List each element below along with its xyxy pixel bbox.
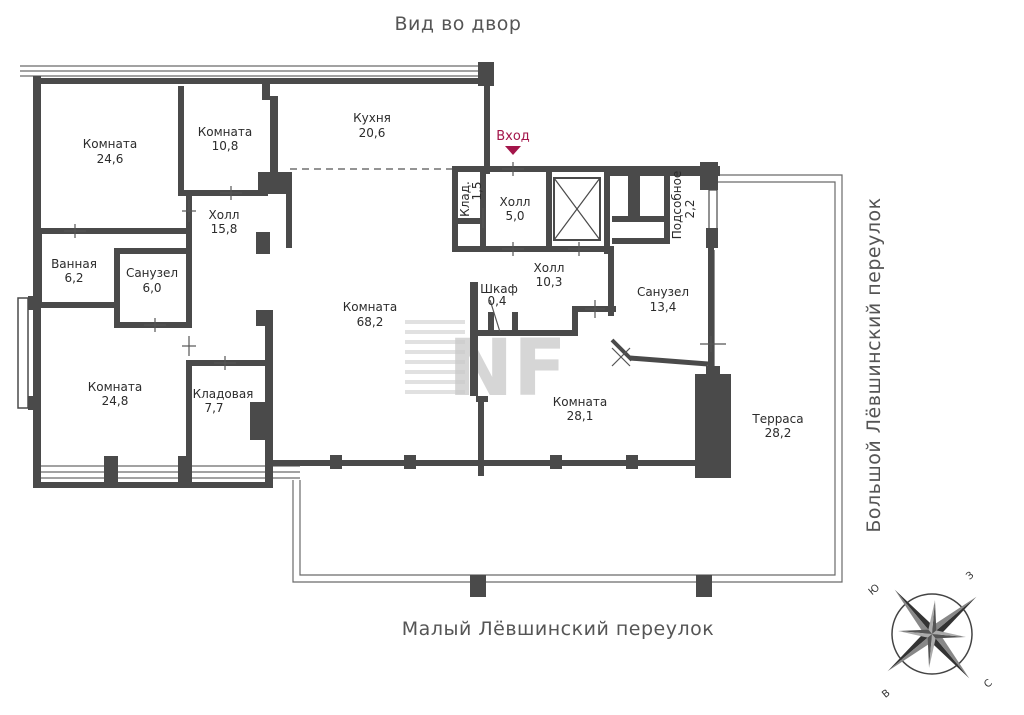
room-area: 28,1: [567, 409, 594, 423]
room-area: 10,3: [536, 275, 563, 289]
room-klad-1-5: Клад. 1,5: [458, 181, 484, 217]
room-name: Шкаф: [480, 282, 518, 296]
room-name: Комната: [88, 380, 142, 394]
room-hall-5-0: Холл 5,0: [500, 195, 531, 223]
room-vannaya-6-2: Ванная 6,2: [51, 257, 97, 285]
room-area: 24,8: [102, 394, 129, 408]
room-area: 1,5: [470, 181, 484, 200]
terrace-rail: [40, 174, 843, 583]
room-name: Подсобное: [670, 171, 684, 240]
door-markers: [64, 162, 726, 370]
room-terrasa-28-2: Терраса 28,2: [751, 412, 803, 440]
room-komnata-24-6: Комната 24,6: [83, 137, 137, 166]
room-kitchen-20-6: Кухня 20,6: [353, 111, 391, 140]
room-area: 10,8: [212, 139, 239, 153]
room-name: Санузел: [126, 266, 178, 280]
room-name: Терраса: [751, 412, 803, 426]
entry-arrow-icon: [505, 146, 521, 155]
room-name: Холл: [534, 261, 565, 275]
watermark-text: NF: [448, 324, 567, 414]
street-bottom-label: Малый Лёвшинский переулок: [402, 618, 714, 640]
room-area: 15,8: [211, 222, 238, 236]
compass-ring: [891, 593, 973, 675]
room-area: 68,2: [357, 315, 384, 329]
room-hall-15-8: Холл 15,8: [209, 208, 240, 236]
compass-rose: Ю З С В: [867, 570, 995, 701]
room-name: Комната: [343, 300, 397, 314]
room-podsobnoe-2-2: Подсобное 2,2: [670, 171, 697, 240]
room-sanuzel-13-4: Санузел 13,4: [637, 285, 689, 314]
street-right-label: Большой Лёвшинский переулок: [863, 197, 885, 532]
room-name: Ванная: [51, 257, 97, 271]
room-area: 13,4: [650, 300, 677, 314]
compass-letter-east: В: [880, 688, 892, 701]
room-area: 6,2: [64, 271, 83, 285]
room-area: 28,2: [765, 426, 792, 440]
room-name: Комната: [198, 125, 252, 139]
room-komnata-28-1: Комната 28,1: [553, 395, 607, 423]
room-area: 20,6: [359, 126, 386, 140]
room-name: Холл: [209, 208, 240, 222]
room-name: Кухня: [353, 111, 391, 125]
top-balcony-rail: [20, 65, 485, 77]
compass-star-icon: [887, 589, 977, 679]
room-sanuzel-6-0: Санузел 6,0: [126, 266, 178, 295]
room-name: Санузел: [637, 285, 689, 299]
room-name: Комната: [83, 137, 137, 151]
entry-label: Вход: [496, 129, 530, 144]
compass-letter-north: С: [982, 678, 994, 691]
street-top-label: Вид во двор: [395, 13, 522, 35]
room-area: 2,2: [683, 199, 697, 218]
room-hall-10-3: Холл 10,3: [534, 261, 565, 289]
room-komnata-68-2: Комната 68,2: [343, 300, 397, 329]
room-kladovaya-7-7: Кладовая 7,7: [193, 387, 254, 415]
room-name: Кладовая: [193, 387, 254, 401]
room-area: 5,0: [505, 209, 524, 223]
room-area: 6,0: [142, 281, 161, 295]
room-name: Комната: [553, 395, 607, 409]
room-area: 0,4: [487, 294, 506, 308]
watermark-logo: NF: [405, 320, 567, 414]
room-komnata-10-8: Комната 10,8: [198, 125, 252, 153]
room-name: Клад.: [458, 181, 472, 217]
room-name: Холл: [500, 195, 531, 209]
compass-letter-south: Ю: [867, 582, 882, 597]
room-area: 7,7: [204, 401, 223, 415]
room-area: 24,6: [97, 152, 124, 166]
compass-letter-west: З: [964, 570, 976, 583]
room-shkaf-0-4: Шкаф 0,4: [480, 282, 518, 308]
room-komnata-24-8: Комната 24,8: [88, 380, 142, 408]
